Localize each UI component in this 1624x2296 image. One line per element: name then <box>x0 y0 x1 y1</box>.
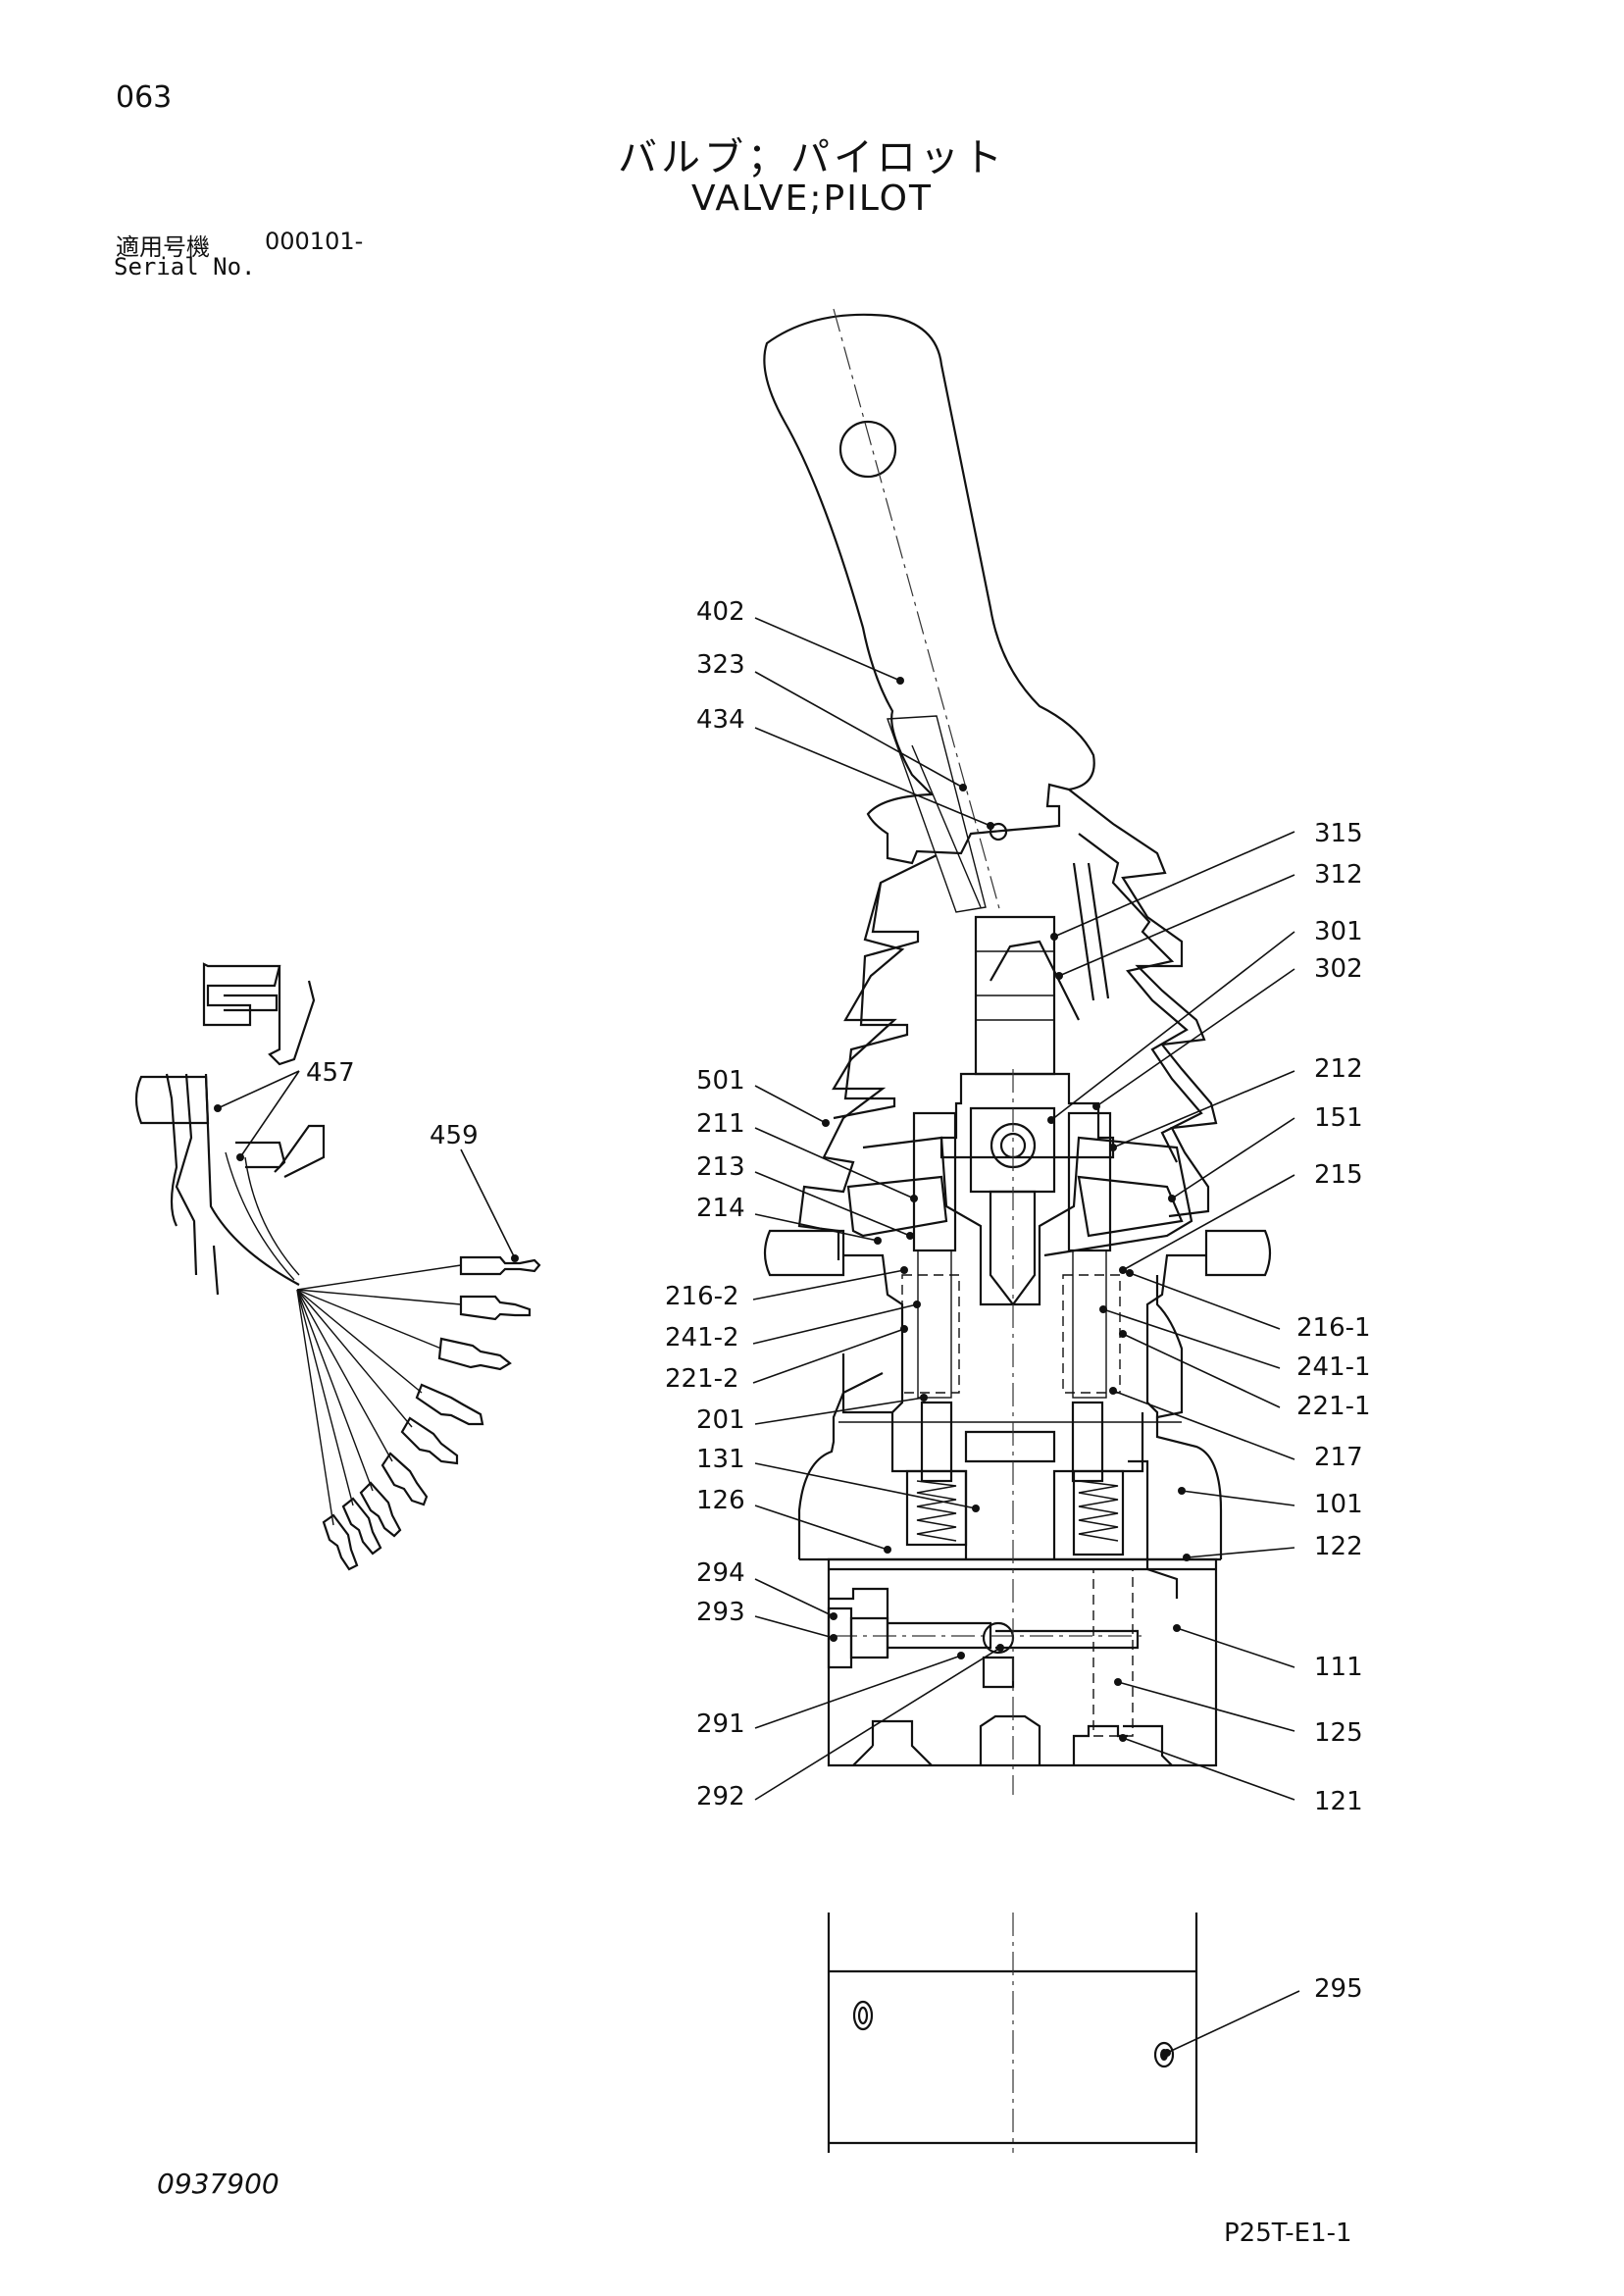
figure-code: P25T-E1-1 <box>1224 2219 1352 2248</box>
rubber-boot <box>797 789 1218 1260</box>
page-number: 063 <box>116 80 173 115</box>
document-number: 0937900 <box>157 2168 279 2200</box>
part-label-131: 131 <box>696 1445 745 1474</box>
part-label-122: 122 <box>1314 1532 1363 1561</box>
part-label-121: 121 <box>1314 1787 1363 1816</box>
part-label-221-1: 221-1 <box>1296 1392 1371 1421</box>
part-label-221-2: 221-2 <box>665 1364 739 1394</box>
part-label-402: 402 <box>696 597 745 627</box>
valve-body <box>763 915 1272 1795</box>
part-label-151: 151 <box>1314 1103 1363 1133</box>
part-label-312: 312 <box>1314 860 1363 890</box>
title-japanese: バルブ；パイロット <box>618 135 1006 180</box>
part-label-214: 214 <box>696 1194 745 1223</box>
part-label-295: 295 <box>1314 1974 1363 2004</box>
part-label-302: 302 <box>1314 954 1363 984</box>
part-label-434: 434 <box>696 705 745 735</box>
part-label-241-2: 241-2 <box>665 1323 739 1352</box>
part-label-501: 501 <box>696 1066 745 1096</box>
part-callouts: 402 323 434 501 211 213 214 216-2 241-2 … <box>214 597 1371 2057</box>
part-label-315: 315 <box>1314 819 1363 848</box>
title-english: VALVE;PILOT <box>691 179 933 219</box>
part-label-293: 293 <box>696 1598 745 1627</box>
part-label-201: 201 <box>696 1405 745 1435</box>
wiring-harness <box>134 962 541 1571</box>
serial-label-en: Serial No. <box>114 253 256 281</box>
part-label-125: 125 <box>1314 1718 1363 1748</box>
part-label-217: 217 <box>1314 1443 1363 1472</box>
serial-value: 000101- <box>265 228 364 255</box>
part-label-301: 301 <box>1314 917 1363 946</box>
part-label-323: 323 <box>696 650 745 680</box>
part-label-291: 291 <box>696 1709 745 1739</box>
part-label-215: 215 <box>1314 1160 1363 1190</box>
part-label-213: 213 <box>696 1152 745 1182</box>
part-label-101: 101 <box>1314 1490 1363 1519</box>
part-label-212: 212 <box>1314 1054 1363 1084</box>
part-label-126: 126 <box>696 1486 745 1515</box>
part-label-459: 459 <box>430 1121 479 1150</box>
bottom-view <box>827 1913 1198 2153</box>
part-label-292: 292 <box>696 1782 745 1811</box>
serial-label-jp: 適用号機 <box>116 233 210 261</box>
part-label-241-1: 241-1 <box>1296 1352 1371 1382</box>
part-label-457: 457 <box>306 1058 355 1088</box>
lever-handle <box>763 308 1095 1021</box>
part-label-211: 211 <box>696 1109 745 1139</box>
part-label-216-2: 216-2 <box>665 1282 739 1311</box>
part-label-111: 111 <box>1314 1653 1363 1682</box>
part-label-294: 294 <box>696 1558 745 1588</box>
part-label-216-1: 216-1 <box>1296 1313 1371 1343</box>
